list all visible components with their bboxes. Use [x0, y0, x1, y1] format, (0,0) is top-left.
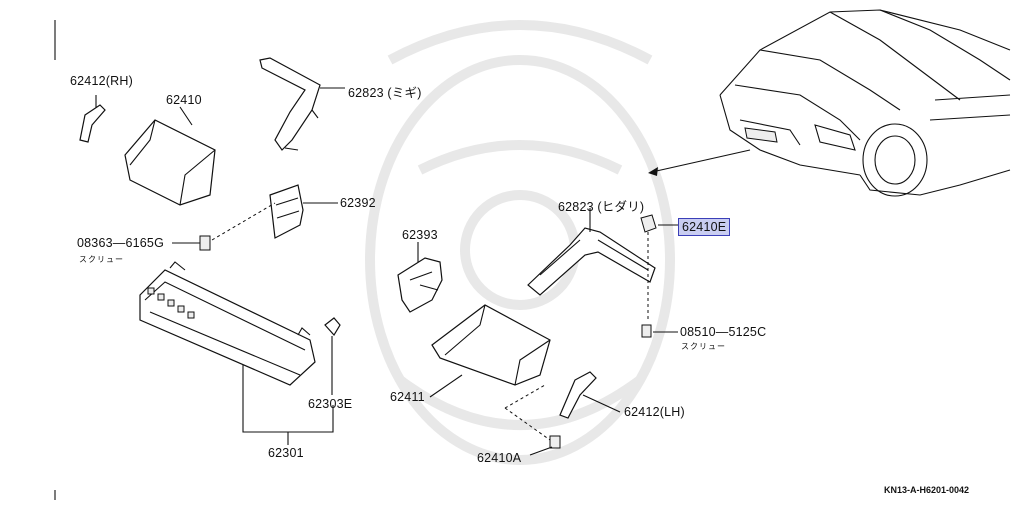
- label-62823-hidari: 62823 (ヒダリ): [558, 200, 645, 214]
- label-08363-6165g: 08363—6165G: [77, 236, 164, 250]
- arrow-head: [648, 167, 658, 176]
- label-62392: 62392: [340, 196, 376, 210]
- label-62303e: 62303E: [308, 397, 353, 411]
- part-62410: [124, 106, 216, 206]
- part-62301-grille: [139, 261, 316, 386]
- label-62823-migi: 62823 (ミギ): [348, 86, 422, 100]
- part-62412-lh: [559, 371, 621, 419]
- part-62392: [269, 184, 338, 239]
- label-62412-lh: 62412(LH): [624, 405, 685, 419]
- label-62411: 62411: [390, 390, 425, 404]
- part-62303e-clip: [324, 317, 341, 395]
- label-62410e-highlighted[interactable]: 62410E: [678, 218, 731, 236]
- part-62411: [429, 304, 551, 398]
- label-08510-5125c: 08510—5125C: [680, 325, 767, 339]
- label-62393: 62393: [402, 228, 438, 242]
- part-62393: [397, 242, 443, 313]
- label-screw-2: スクリュー: [681, 342, 726, 351]
- part-62412-rh: [79, 95, 106, 143]
- label-62301: 62301: [268, 446, 304, 460]
- label-62412-rh: 62412(RH): [70, 74, 133, 88]
- part-08363-screw: [172, 202, 276, 251]
- car-illustration: [719, 9, 1011, 197]
- pointer-arrow: [651, 149, 751, 173]
- label-62410: 62410: [166, 93, 202, 107]
- label-62410a: 62410A: [477, 451, 522, 465]
- watermark-crest: [365, 20, 675, 465]
- part-62823-rh: [259, 57, 345, 151]
- diagram-id: KN13-A-H6201-0042: [884, 485, 970, 495]
- part-62410e-clip: [640, 214, 678, 320]
- part-62410a-screw: [504, 384, 561, 456]
- label-screw-1: スクリュー: [79, 255, 124, 264]
- part-08510-screw: [641, 324, 678, 338]
- part-62823-lh: [527, 208, 656, 296]
